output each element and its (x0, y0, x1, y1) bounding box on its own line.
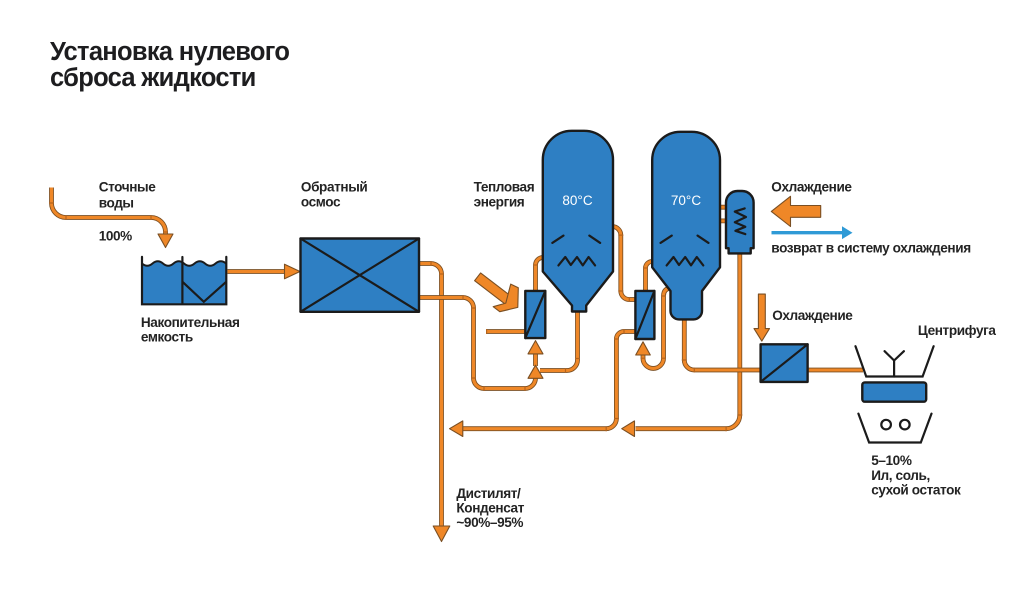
svg-text:100%: 100% (99, 229, 132, 244)
svg-text:сухой остаток: сухой остаток (871, 483, 961, 498)
svg-text:сброса жидкости: сброса жидкости (50, 64, 256, 92)
svg-text:5–10%: 5–10% (871, 453, 912, 468)
svg-text:~90%–95%: ~90%–95% (456, 515, 523, 530)
svg-text:Обратный: Обратный (301, 179, 368, 194)
svg-text:Дистилят/: Дистилят/ (456, 486, 521, 501)
svg-text:Охлаждение: Охлаждение (772, 308, 853, 323)
svg-text:80°C: 80°C (562, 193, 592, 208)
svg-text:Сточные: Сточные (99, 180, 157, 195)
svg-text:70°C: 70°C (671, 193, 701, 208)
svg-text:Конденсат: Конденсат (456, 501, 524, 516)
svg-text:емкость: емкость (141, 330, 193, 345)
svg-text:Накопительная: Накопительная (141, 315, 240, 330)
svg-text:энергия: энергия (474, 194, 525, 209)
svg-text:возврат в систему охлаждения: возврат в систему охлаждения (771, 240, 970, 255)
svg-text:Тепловая: Тепловая (474, 180, 535, 195)
svg-text:Центрифуга: Центрифуга (918, 323, 997, 338)
svg-text:Установка нулевого: Установка нулевого (50, 38, 289, 66)
svg-text:осмос: осмос (301, 195, 341, 210)
svg-text:Охлаждение: Охлаждение (771, 179, 852, 194)
svg-text:воды: воды (99, 195, 134, 210)
svg-text:Ил, соль,: Ил, соль, (871, 468, 930, 483)
